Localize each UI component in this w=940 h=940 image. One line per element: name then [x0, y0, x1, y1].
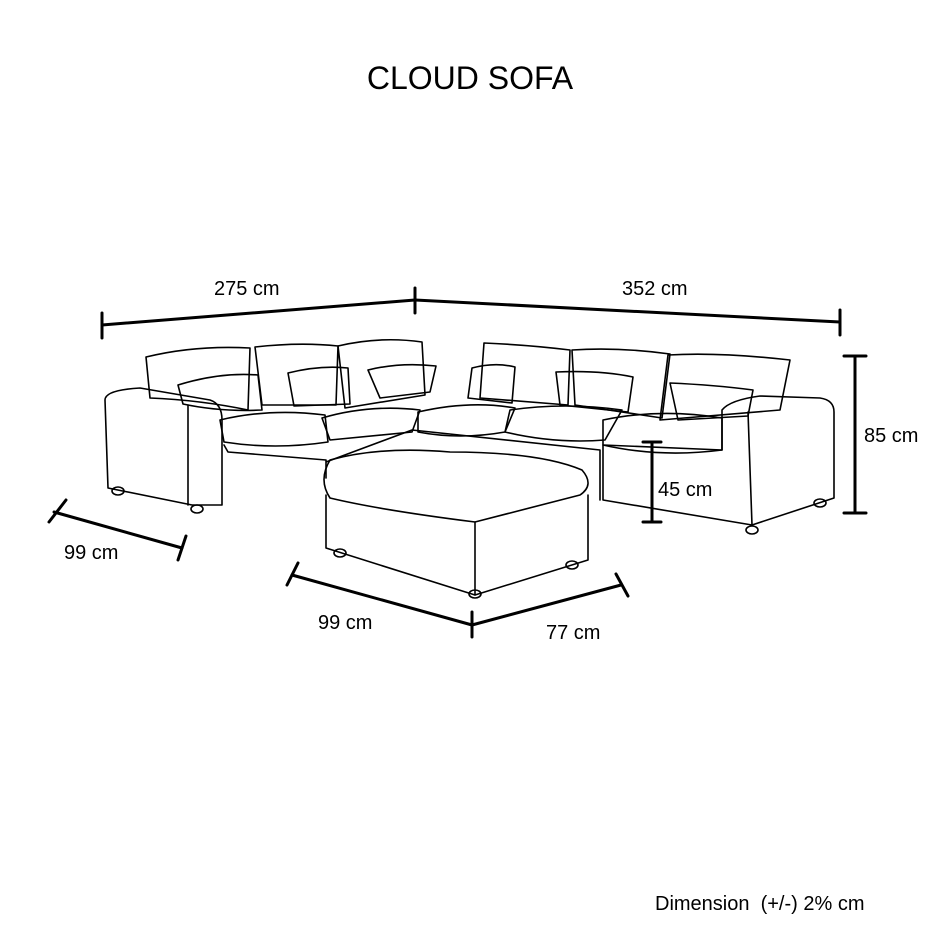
ottoman-width-label: 77 cm	[546, 622, 601, 644]
dimension-tolerance-note: Dimension (+/-) 2% cm	[655, 893, 865, 915]
height-label: 85 cm	[864, 425, 919, 447]
dimension-lines	[47, 286, 868, 639]
sofa-outline	[104, 338, 835, 599]
diagram-title: CLOUD SOFA	[366, 60, 574, 96]
ottoman-length-label: 99 cm	[318, 612, 373, 634]
seat-height-label: 45 cm	[658, 479, 713, 501]
right-width-label: 352 cm	[622, 278, 688, 300]
left-width-label: 275 cm	[214, 278, 280, 300]
depth-label: 99 cm	[64, 542, 119, 564]
